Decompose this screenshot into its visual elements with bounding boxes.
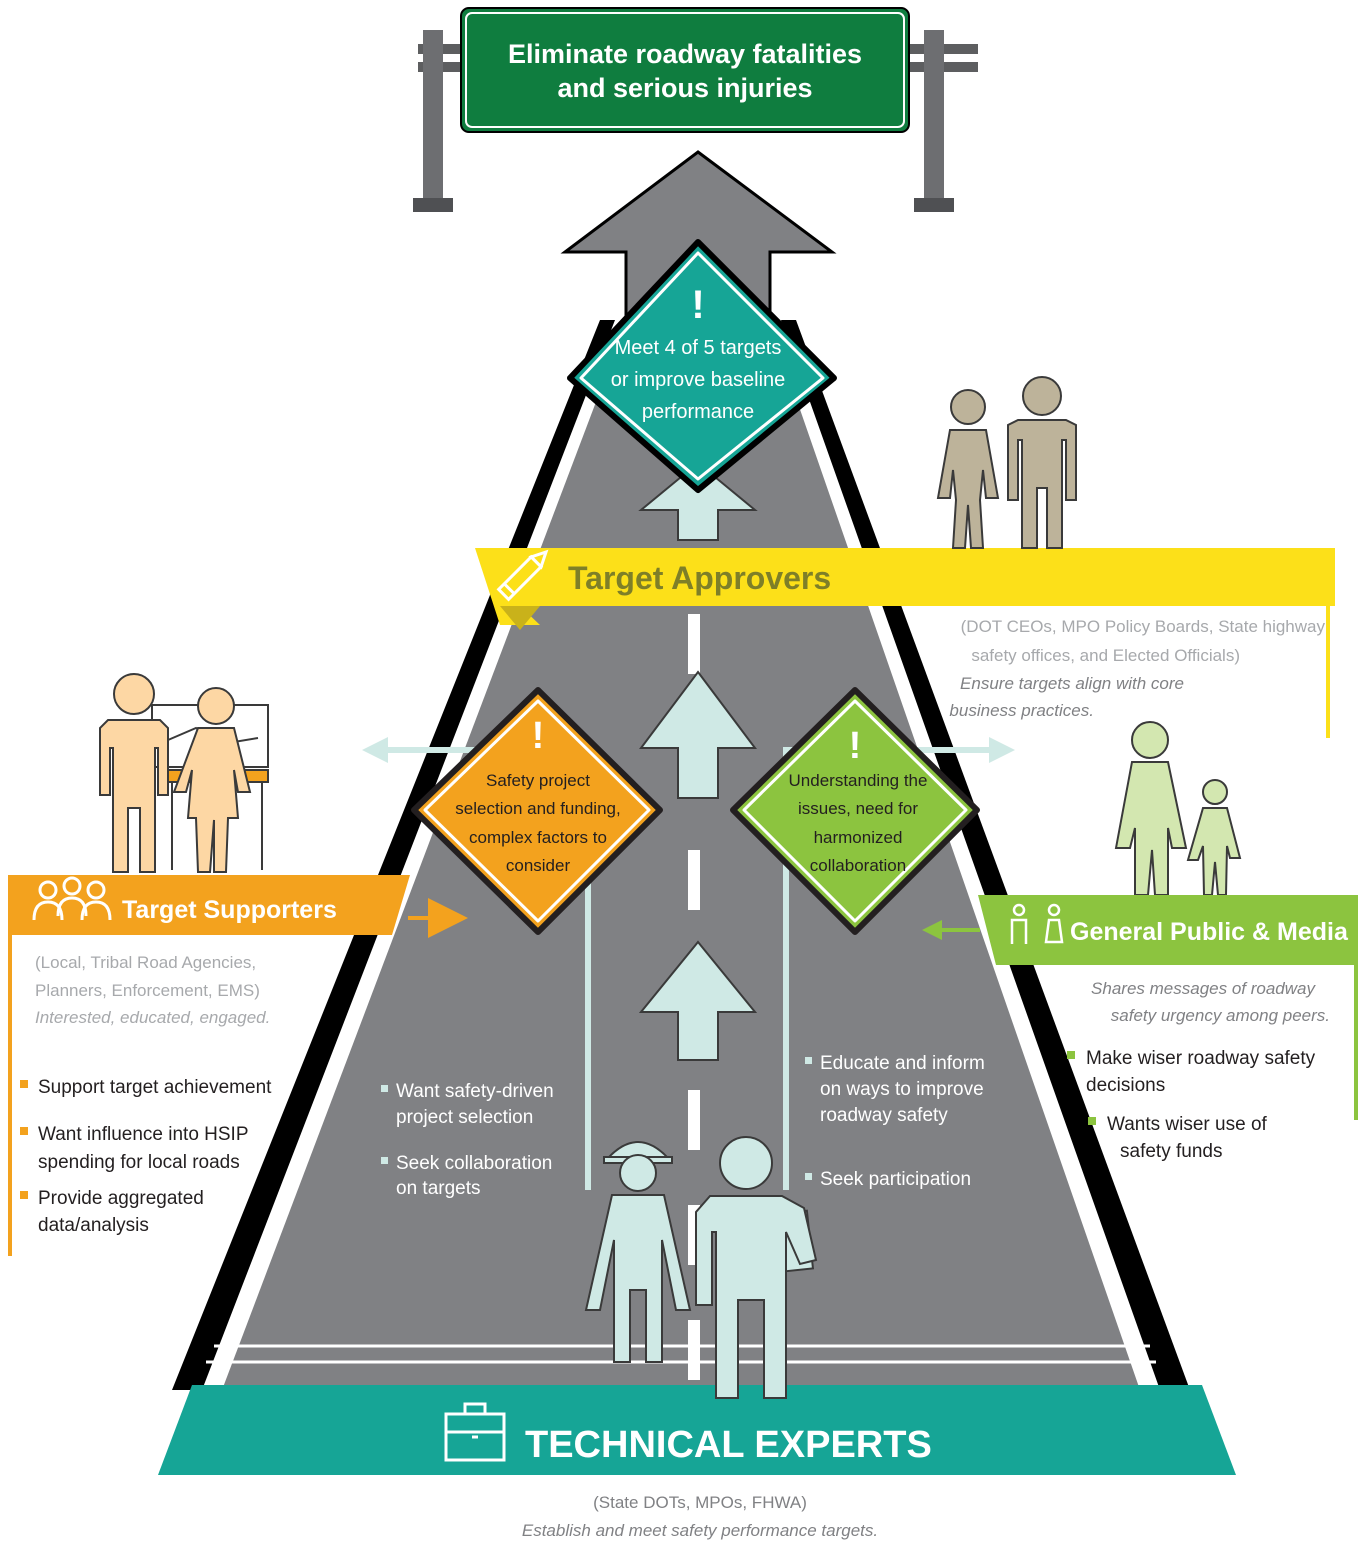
supporters-who: (Local, Tribal Road Agencies, <box>35 953 256 972</box>
approvers-who: safety offices, and Elected Officials) <box>971 646 1240 665</box>
supporters-bullet: Provide aggregated <box>38 1188 204 1209</box>
experts-title: TECHNICAL EXPERTS <box>525 1424 932 1466</box>
approvers-role: business practices. <box>949 701 1094 720</box>
exclamation-icon: ! <box>849 725 862 767</box>
bullet <box>805 1173 812 1180</box>
exclamation-icon: ! <box>532 715 545 757</box>
expert-left-bullet: Seek collaboration <box>396 1153 552 1174</box>
supporters-role: Interested, educated, engaged. <box>35 1008 270 1027</box>
supporters-bullet: spending for local roads <box>38 1152 240 1173</box>
supporters-bullet: data/analysis <box>38 1215 149 1236</box>
supporters-bullet: Support target achievement <box>38 1077 272 1098</box>
approvers-title: Target Approvers <box>568 560 831 596</box>
diamond-top: ! Meet 4 of 5 targets or improve baselin… <box>567 239 837 493</box>
public-title: General Public & Media <box>1070 918 1349 946</box>
diamond-left: ! Safety project selection and funding, … <box>411 687 663 935</box>
expert-left-bullet: Want safety-driven <box>396 1081 554 1102</box>
supporters-who: Planners, Enforcement, EMS) <box>35 981 260 1000</box>
diamond-top-line: performance <box>642 401 754 423</box>
expert-left-bullet: on targets <box>396 1178 481 1199</box>
bullet <box>20 1080 28 1088</box>
approvers-role: Ensure targets align with core <box>960 674 1184 693</box>
diamond-left-line: complex factors to <box>469 828 607 847</box>
toolbox-icon <box>444 1402 506 1462</box>
bullet <box>805 1057 812 1064</box>
public-band: General Public & Media Shares messages o… <box>922 895 1358 1162</box>
public-bullet: decisions <box>1086 1075 1165 1096</box>
approver-people-icon <box>936 376 1077 549</box>
expert-right-bullet: Seek participation <box>820 1169 971 1190</box>
pencil-icon <box>496 549 549 602</box>
diamond-right-line: issues, need for <box>798 799 918 818</box>
goal-sign: Eliminate roadway fatalities and serious… <box>460 7 910 133</box>
supporters-band: Target Supporters (Local, Tribal Road Ag… <box>8 875 468 1256</box>
diamond-right-line: harmonized <box>814 828 903 847</box>
expert-right-bullet: roadway safety <box>820 1105 948 1126</box>
supporter-people-icon <box>99 673 269 873</box>
diamond-right-line: Understanding the <box>789 771 928 790</box>
road <box>172 320 1190 1390</box>
expert-left-bullets: Want safety-driven project selection See… <box>381 1081 554 1199</box>
bullet <box>20 1127 28 1135</box>
people-group-icon <box>32 876 112 921</box>
diamond-left-line: Safety project <box>486 771 590 790</box>
experts-base <box>158 1385 1236 1475</box>
expert-people-icon <box>584 1136 818 1399</box>
diamond-right-line: collaboration <box>810 856 906 875</box>
supporters-bullet: Want influence into HSIP <box>38 1124 249 1145</box>
experts-who: (State DOTs, MPOs, FHWA) <box>593 1493 807 1512</box>
bullet <box>1088 1117 1096 1125</box>
expert-right-bullet: on ways to improve <box>820 1079 984 1100</box>
diamond-top-line: Meet 4 of 5 targets <box>615 337 782 359</box>
expert-right-elbow-arrow <box>783 737 1015 1190</box>
experts-role: Establish and meet safety performance ta… <box>522 1521 878 1540</box>
expert-left-bullet: project selection <box>396 1107 533 1128</box>
person-pair-icon <box>1010 903 1064 944</box>
goal-sign-line1: Eliminate roadway fatalities <box>508 39 862 69</box>
public-role: safety urgency among peers. <box>1111 1006 1330 1025</box>
bullet <box>1067 1051 1075 1059</box>
expert-right-bullets: Educate and inform on ways to improve ro… <box>805 1053 985 1190</box>
approvers-band: Target Approvers (DOT CEOs, MPO Policy B… <box>475 548 1335 738</box>
supporters-title: Target Supporters <box>122 896 337 924</box>
bullet <box>381 1085 388 1092</box>
diamond-top-line: or improve baseline <box>611 369 786 391</box>
road-arrows <box>638 461 758 1061</box>
diamond-left-line: consider <box>506 856 571 875</box>
public-bullet: Make wiser roadway safety <box>1086 1048 1316 1069</box>
public-bullet: Wants wiser use of <box>1107 1114 1268 1135</box>
expert-right-bullet: Educate and inform <box>820 1053 985 1074</box>
bullet <box>20 1191 28 1199</box>
bullet <box>381 1157 388 1164</box>
public-role: Shares messages of roadway <box>1091 979 1316 998</box>
goal-sign-line2: and serious injuries <box>557 73 812 103</box>
public-people-icon <box>1114 721 1242 896</box>
diamond-left-line: selection and funding, <box>455 799 620 818</box>
diamond-right: ! Understanding the issues, need for har… <box>730 687 980 935</box>
approvers-who: (DOT CEOs, MPO Policy Boards, State high… <box>961 617 1326 636</box>
public-bullet: safety funds <box>1120 1141 1222 1162</box>
exclamation-icon: ! <box>691 283 704 327</box>
